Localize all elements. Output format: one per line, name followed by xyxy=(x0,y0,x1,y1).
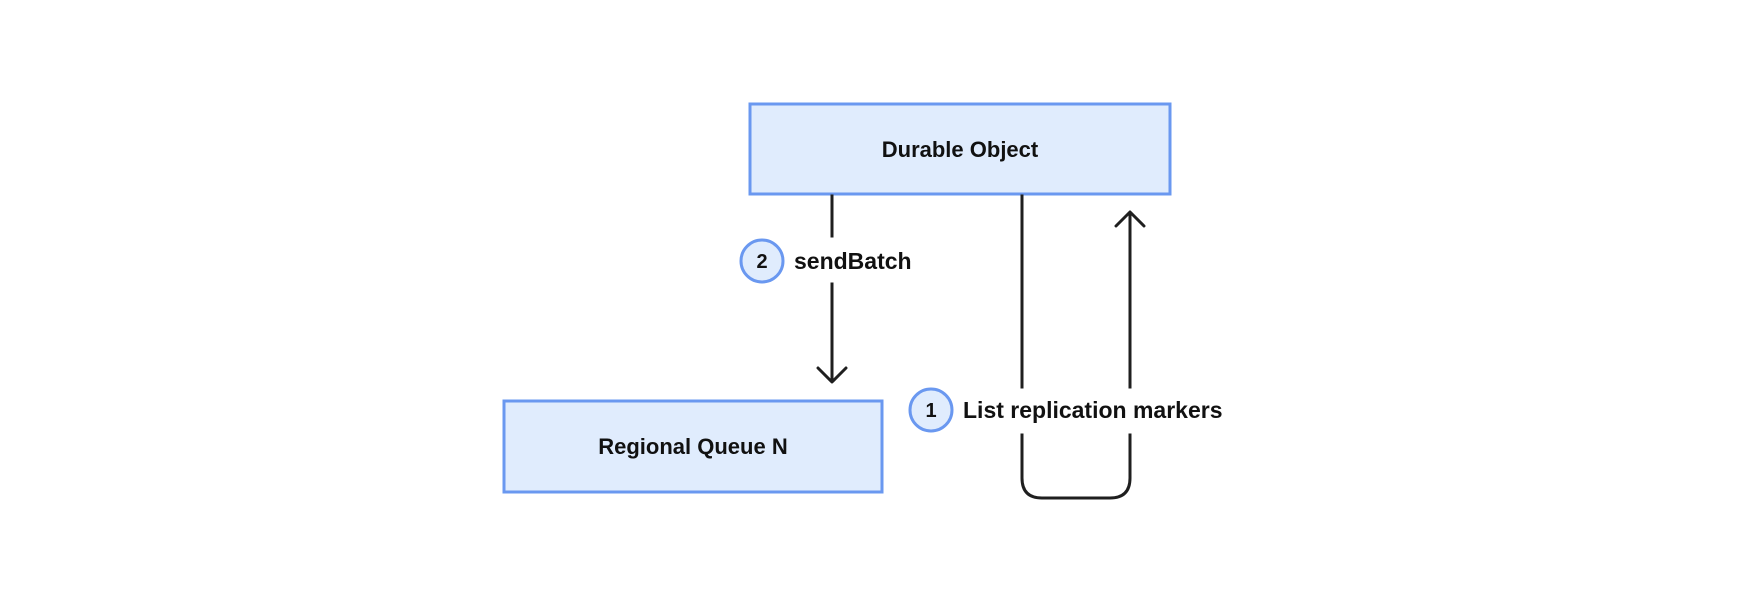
step-1-label: List replication markers xyxy=(963,397,1223,423)
regional-queue-node: Regional Queue N xyxy=(502,399,884,494)
step-2-badge xyxy=(739,238,785,284)
step-2-label: sendBatch xyxy=(794,248,912,274)
arrow-down-icon xyxy=(816,366,848,384)
durable-object-label: Durable Object xyxy=(882,137,1039,162)
loop-line-bottom xyxy=(1020,433,1132,500)
step-1-number: 1 xyxy=(925,400,936,422)
durable-object-box xyxy=(748,102,1172,196)
arrow-up-icon xyxy=(1114,210,1146,228)
regional-queue-box xyxy=(502,399,884,494)
step-list-markers: 1 List replication markers xyxy=(908,387,1250,433)
step-send-batch: 2 sendBatch xyxy=(739,238,912,284)
step-1-label-backdrop xyxy=(958,392,1250,428)
regional-queue-label: Regional Queue N xyxy=(598,434,787,459)
step-2-number: 2 xyxy=(756,251,767,273)
step-1-badge xyxy=(908,387,954,433)
list-markers-loop-edge xyxy=(1020,194,1146,500)
send-batch-edge xyxy=(816,194,848,384)
durable-object-node: Durable Object xyxy=(748,102,1172,196)
